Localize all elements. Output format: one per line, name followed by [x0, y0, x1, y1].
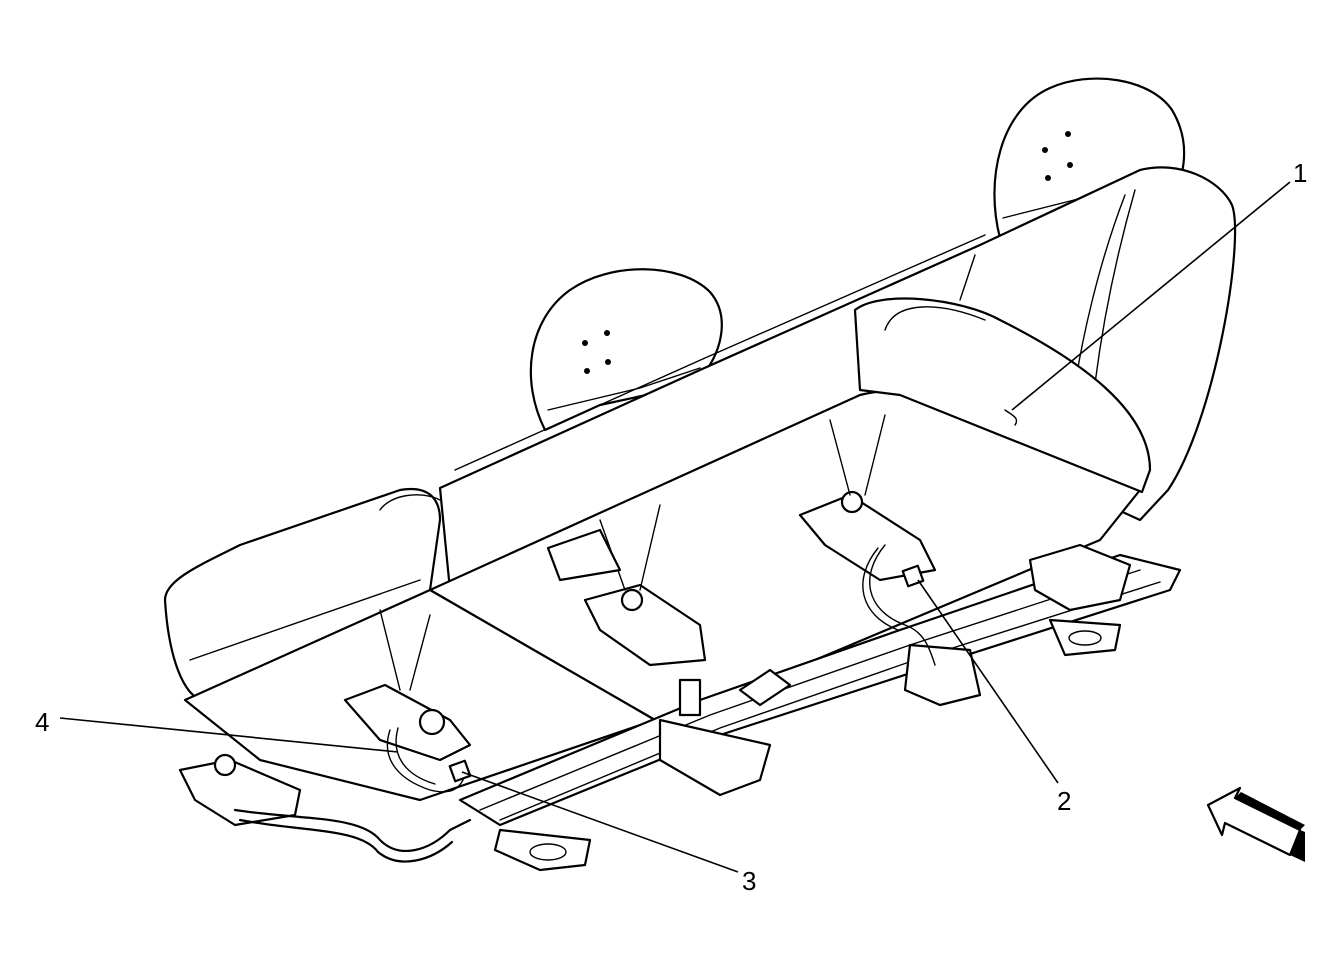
latch-assembly-right — [798, 414, 1132, 612]
wiring-harness — [233, 544, 936, 863]
leader-lines — [59, 181, 1291, 873]
latch-assembly-center — [546, 504, 707, 667]
seat-cushion-right — [428, 297, 1152, 722]
latch-assembly-left — [178, 609, 472, 827]
seat-frame-rails — [458, 553, 1182, 872]
connector-3 — [448, 759, 472, 783]
callout-3: 3 — [742, 866, 756, 896]
direction-arrow-icon — [1206, 786, 1305, 862]
seat-back — [438, 166, 1237, 592]
headrest-left — [529, 268, 723, 432]
callout-1: 1 — [1293, 158, 1307, 188]
callout-2: 2 — [1057, 786, 1071, 816]
callout-4: 4 — [35, 707, 49, 737]
seat-cushion-left — [163, 487, 657, 802]
